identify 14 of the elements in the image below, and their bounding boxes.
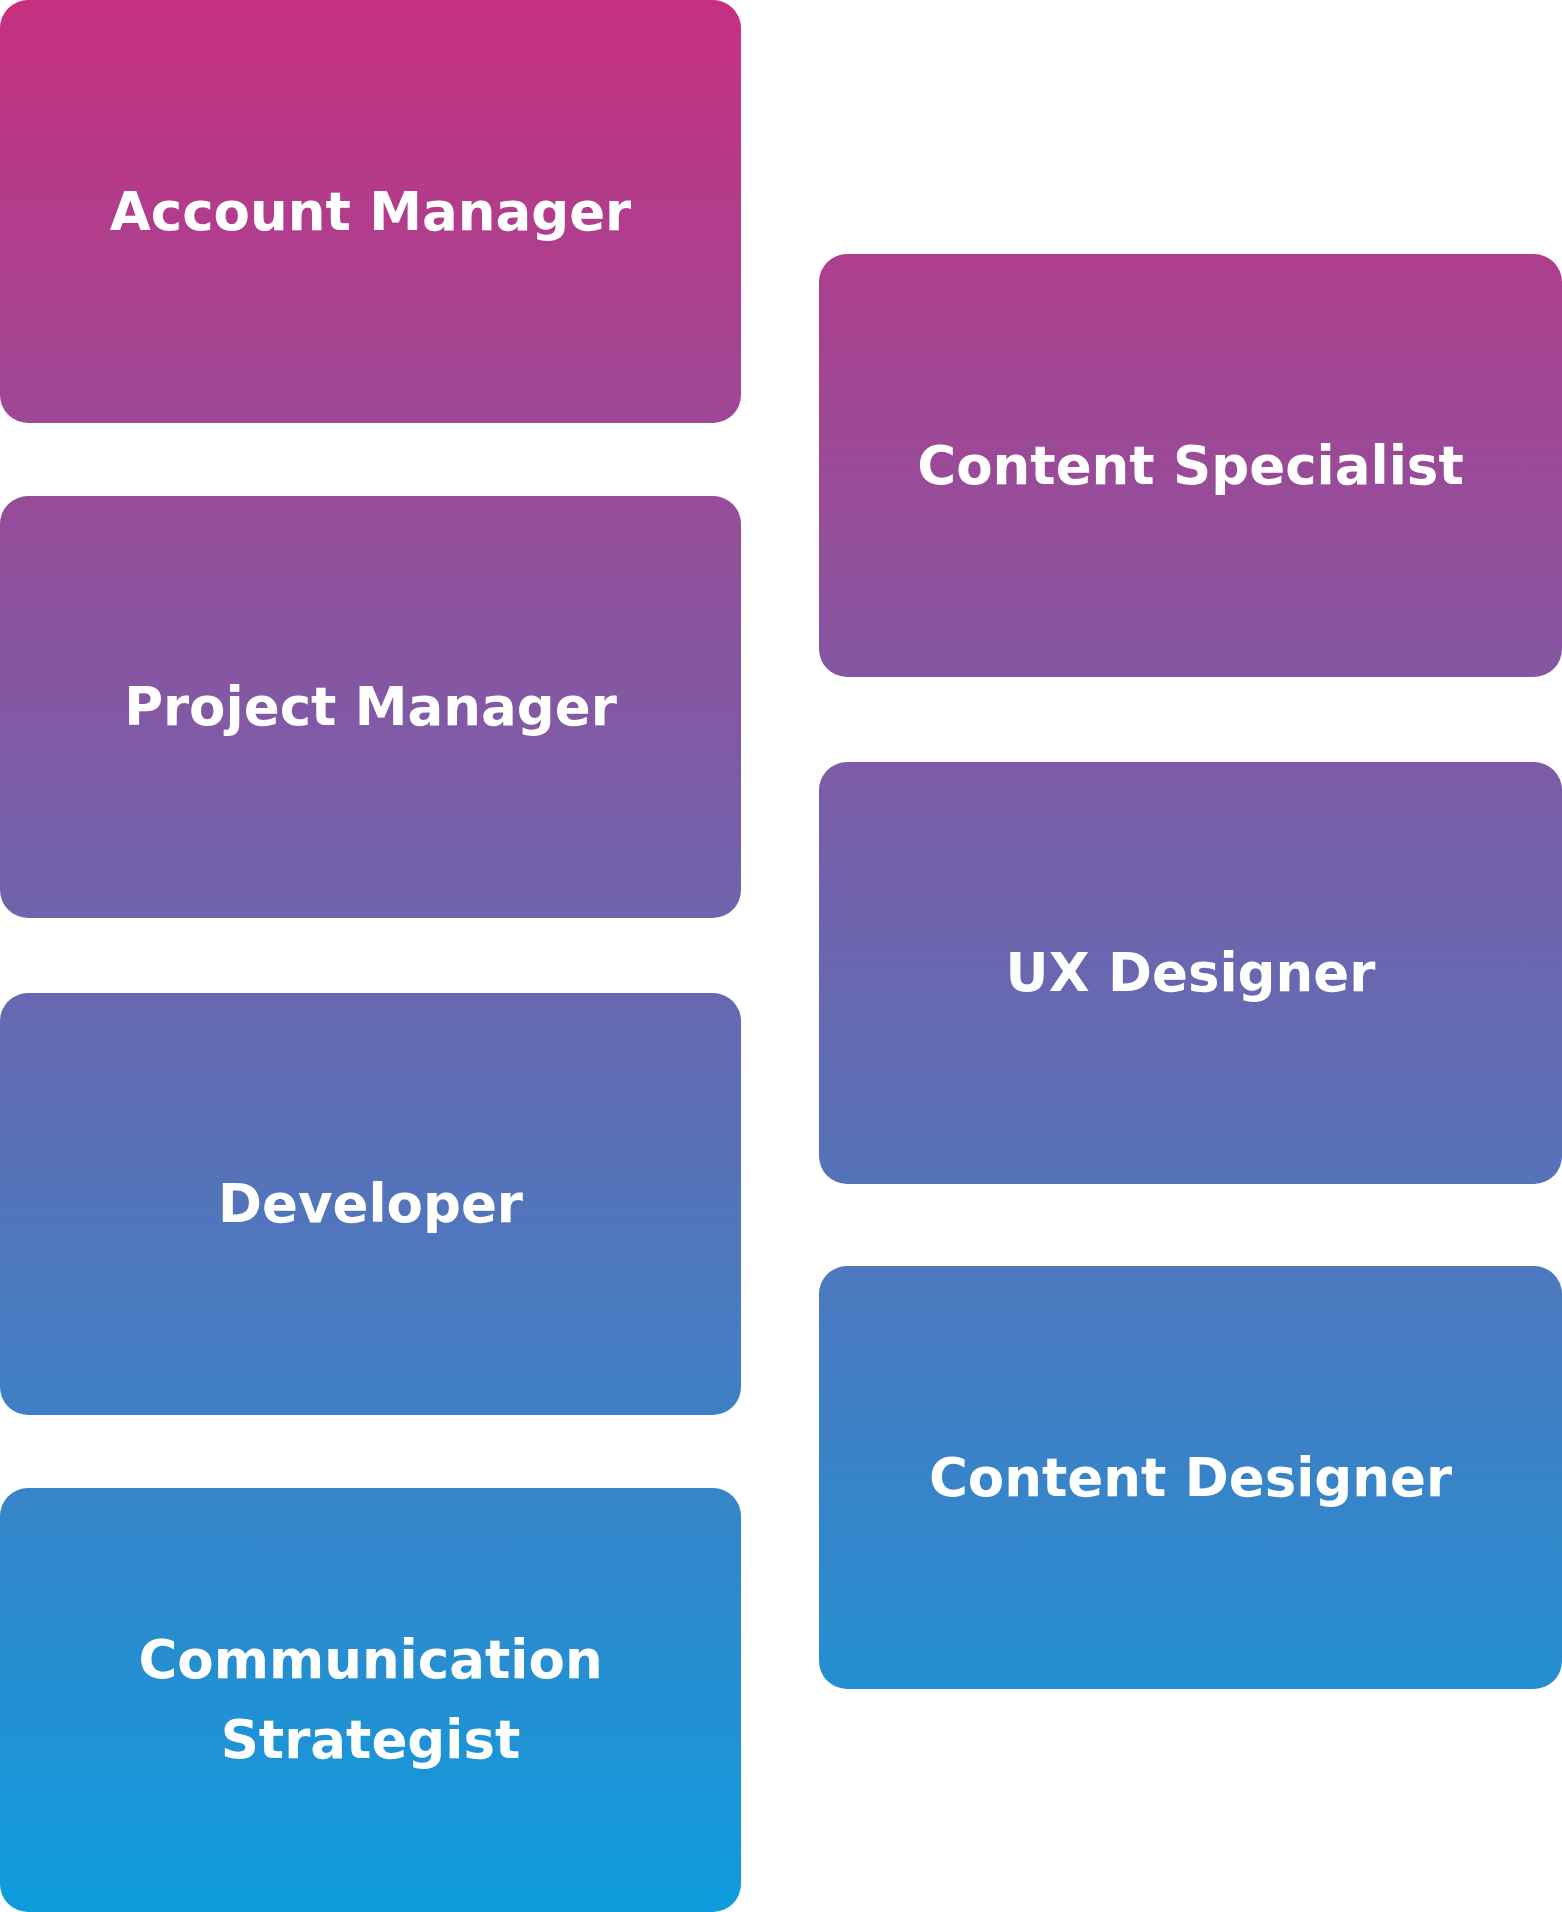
role-card: [0, 1488, 741, 1912]
role-card: [819, 1266, 1562, 1689]
role-name: Communication Strategist: [137, 1628, 604, 1772]
role-card: [0, 993, 741, 1415]
role-name: Content Specialist: [917, 433, 1464, 498]
role-card: [0, 496, 741, 918]
role-card: [819, 762, 1562, 1184]
role-name: UX Designer: [1005, 941, 1376, 1005]
role-name: Project Manager: [124, 675, 617, 739]
role-card: [819, 254, 1562, 677]
role-name: Content Designer: [928, 1445, 1453, 1510]
role-name: Developer: [217, 1172, 523, 1236]
role-name: Account Manager: [109, 179, 632, 244]
role-card: [0, 0, 741, 423]
